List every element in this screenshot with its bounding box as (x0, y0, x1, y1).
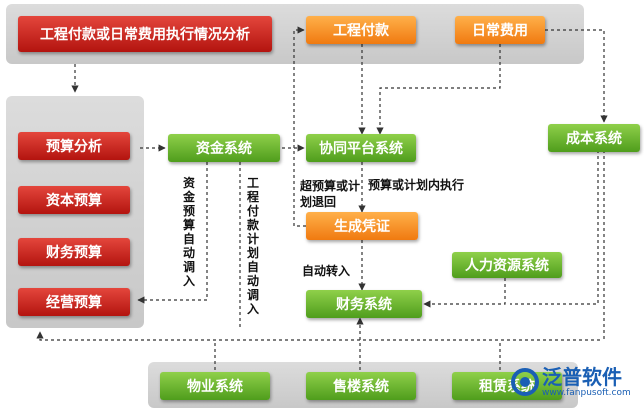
engineering-payment-box: 工程付款 (306, 16, 416, 44)
financial-budget-box: 财务预算 (18, 238, 130, 266)
brand-url: www.fanpusoft.com (542, 388, 631, 398)
budget-analysis-label: 预算分析 (46, 139, 102, 155)
sales-system-label: 售楼系统 (333, 379, 389, 395)
generate-voucher-box: 生成凭证 (306, 212, 418, 240)
engineering-payment-label: 工程付款 (333, 23, 389, 39)
brand-name: 泛普软件 (542, 365, 622, 389)
capital-budget-label: 资本预算 (46, 193, 102, 209)
hr-system-label: 人力资源系统 (465, 258, 549, 274)
header-title: 工程付款或日常费用执行情况分析 (40, 27, 250, 43)
budget-analysis-box: 预算分析 (18, 132, 130, 160)
sales-system-box: 售楼系统 (306, 372, 416, 400)
property-system-label: 物业系统 (187, 379, 243, 395)
brand-logo: 泛普软件 www.fanpusoft.com (510, 366, 631, 398)
finance-system-box: 财务系统 (306, 290, 422, 318)
hr-system-box: 人力资源系统 (452, 252, 562, 278)
cost-system-label: 成本系统 (566, 131, 622, 147)
financial-budget-label: 财务预算 (46, 245, 102, 261)
fund-system-box: 资金系统 (168, 134, 280, 162)
collab-platform-label: 协同平台系统 (319, 141, 403, 157)
property-system-box: 物业系统 (160, 372, 270, 400)
finance-system-label: 财务系统 (336, 297, 392, 313)
within-budget-execute-annotation: 预算或计划内执行 (368, 178, 465, 192)
fund-budget-auto-annotation: 资金预算自动调入 (182, 176, 195, 288)
generate-voucher-label: 生成凭证 (334, 219, 390, 235)
over-budget-return-text: 超预算或计划退回 (300, 179, 361, 209)
daily-expense-label: 日常费用 (472, 23, 528, 39)
header-title-box: 工程付款或日常费用执行情况分析 (18, 16, 272, 52)
payment-plan-auto-annotation: 工程付款计划自动调入 (246, 176, 259, 316)
over-budget-return-annotation: 超预算或计划退回 (300, 178, 360, 210)
brand-logo-icon (511, 368, 539, 396)
daily-expense-box: 日常费用 (455, 16, 545, 44)
cost-system-box: 成本系统 (548, 124, 640, 152)
collab-platform-box: 协同平台系统 (306, 134, 416, 162)
fund-system-label: 资金系统 (196, 141, 252, 157)
capital-budget-box: 资本预算 (18, 186, 130, 214)
operating-budget-label: 经营预算 (46, 295, 102, 311)
operating-budget-box: 经营预算 (18, 288, 130, 316)
auto-transfer-annotation: 自动转入 (302, 264, 351, 278)
